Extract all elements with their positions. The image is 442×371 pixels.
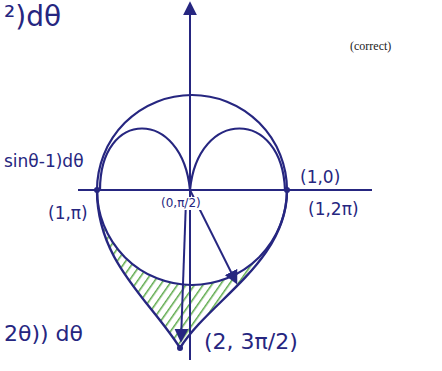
point-label: (1,2π): [308, 200, 359, 219]
integral-fragment: ²)dθ: [4, 2, 61, 33]
point-label: (1,π): [48, 204, 88, 223]
integral-fragment: sinθ-1)dθ: [4, 152, 84, 171]
note-text: (correct): [350, 40, 391, 53]
point-label: (0,π/2): [160, 197, 202, 210]
point-label: (2, 3π/2): [204, 330, 298, 354]
point-label: (1,0): [300, 168, 340, 187]
integral-fragment: 2θ)) dθ: [4, 322, 83, 346]
